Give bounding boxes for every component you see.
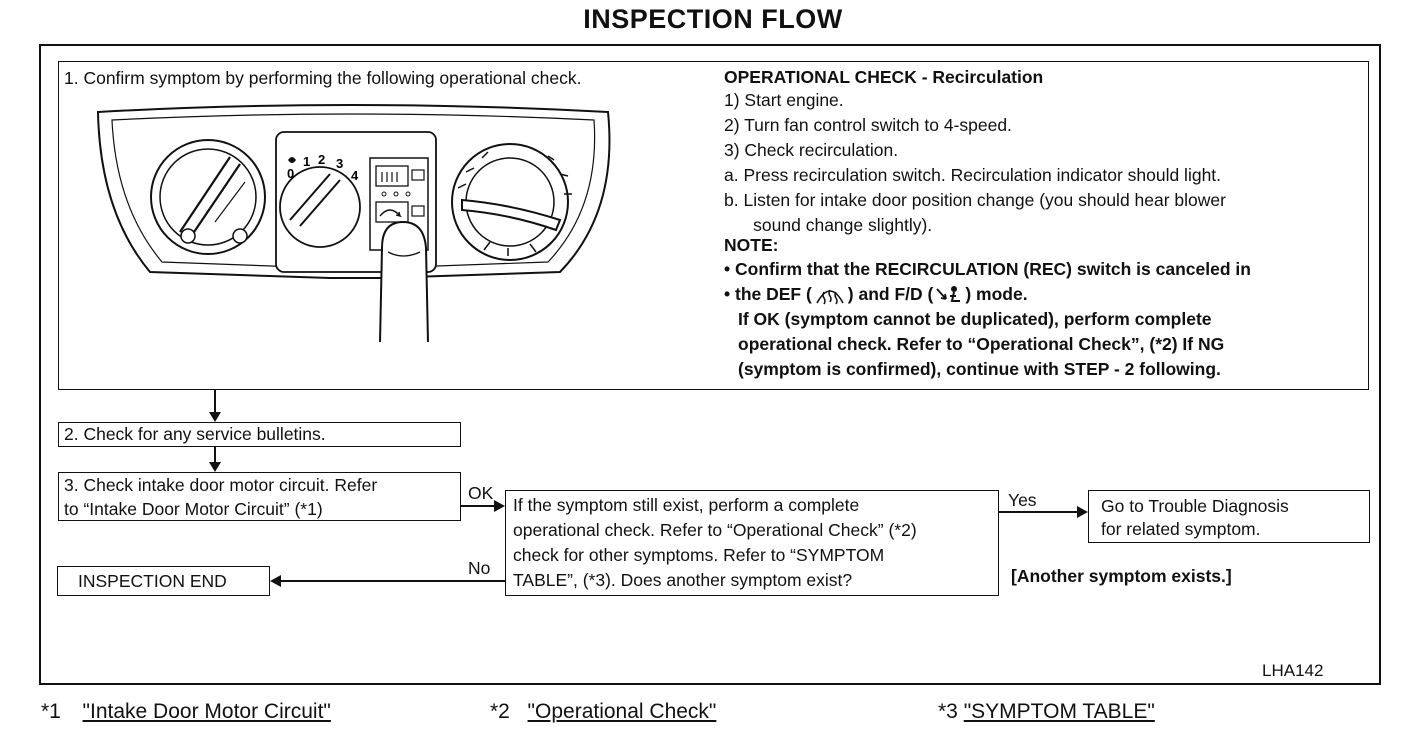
op-item-2: 2) Turn fan control switch to 4-speed. xyxy=(724,115,1012,135)
fan-speed-3: 3 xyxy=(336,156,343,171)
footnote-3-mark: *3 xyxy=(938,700,958,723)
note-line-5: (symptom is confirmed), continue with ST… xyxy=(738,359,1221,379)
connector-1-2 xyxy=(214,390,216,416)
step2-label: 2. Check for any service bulletins. xyxy=(64,424,326,444)
trouble-line-1: Go to Trouble Diagnosis xyxy=(1101,496,1289,516)
decision-line-2: operational check. Refer to “Operational… xyxy=(513,520,917,540)
floor-defrost-icon xyxy=(936,285,961,302)
no-label: No xyxy=(468,558,491,578)
op-item-1: 1) Start engine. xyxy=(724,90,844,110)
mode-knob xyxy=(150,139,266,255)
footnote-2-link[interactable]: "Operational Check" xyxy=(527,700,717,723)
step2-box xyxy=(58,422,461,447)
step3-box xyxy=(58,472,461,521)
flow-frame xyxy=(39,44,1381,685)
footnote-2-mark: *2 xyxy=(490,700,510,723)
op-item-a: a. Press recirculation switch. Recircula… xyxy=(724,165,1222,185)
figure-code: LHA142 xyxy=(1262,661,1324,680)
yes-arrow-head xyxy=(1077,506,1088,518)
page-title: INSPECTION FLOW xyxy=(583,4,843,34)
footnote-3: *3 "SYMPTOM TABLE" xyxy=(938,700,1155,724)
note-line-4: operational check. Refer to “Operational… xyxy=(738,334,1225,354)
note-line-3: If OK (symptom cannot be duplicated), pe… xyxy=(738,309,1212,329)
decision-line-1: If the symptom still exist, perform a co… xyxy=(513,495,860,515)
inspection-end-box xyxy=(57,566,270,596)
note-line-2-a: • the DEF ( xyxy=(724,284,812,304)
operational-check-title: OPERATIONAL CHECK - Recirculation xyxy=(724,67,1044,87)
ok-label: OK xyxy=(468,483,494,503)
temp-knob xyxy=(451,143,572,261)
defrost-icon xyxy=(816,289,844,304)
note-line-2-b: ) and F/D ( xyxy=(847,284,934,304)
ok-arrow-head xyxy=(494,500,505,512)
step1-heading: 1. Confirm symptom by performing the fol… xyxy=(64,68,582,88)
arrow-head-1 xyxy=(209,412,221,422)
note-line-2-c: ) mode. xyxy=(965,284,1028,304)
footnote-2: *2 "Operational Check" xyxy=(490,700,716,724)
ok-connector xyxy=(461,505,497,507)
trouble-line-2: for related symptom. xyxy=(1101,519,1261,539)
yes-connector xyxy=(999,511,1079,513)
note-line-2: • the DEF ( ) and F/D ( ) mode. xyxy=(724,282,1028,307)
step3-line-1: 3. Check intake door motor circuit. Refe… xyxy=(64,475,378,495)
no-arrow-head xyxy=(270,575,281,587)
fan-speed-1: 1 xyxy=(303,154,310,169)
decision-box xyxy=(505,490,999,596)
op-item-b: b. Listen for intake door position chang… xyxy=(724,190,1226,210)
another-symptom-label: [Another symptom exists.] xyxy=(1011,566,1232,586)
footnote-1: *1 "Intake Door Motor Circuit" xyxy=(41,700,331,724)
yes-label: Yes xyxy=(1008,490,1037,510)
no-connector xyxy=(280,580,505,582)
footnote-1-link[interactable]: "Intake Door Motor Circuit" xyxy=(82,700,331,723)
fan-speed-2: 2 xyxy=(318,152,325,167)
inspection-end-label: INSPECTION END xyxy=(78,571,227,591)
finger-illustration xyxy=(379,220,429,342)
op-item-b-cont: sound change slightly). xyxy=(724,215,933,235)
connector-2-3 xyxy=(214,447,216,465)
op-item-3: 3) Check recirculation. xyxy=(724,140,899,160)
fan-speed-0: 0 xyxy=(287,166,294,181)
footnote-3-link[interactable]: "SYMPTOM TABLE" xyxy=(963,700,1155,723)
note-line-1: • Confirm that the RECIRCULATION (REC) s… xyxy=(724,259,1251,279)
step3-line-2: to “Intake Door Motor Circuit” (*1) xyxy=(64,499,323,519)
arrow-head-2 xyxy=(209,462,221,472)
trouble-diagnosis-box xyxy=(1088,490,1370,543)
control-panel-illustration: 0 1 2 3 4 xyxy=(96,104,611,342)
fan-speed-4: 4 xyxy=(351,168,359,183)
note-label: NOTE: xyxy=(724,235,779,255)
decision-line-3: check for other symptoms. Refer to “SYMP… xyxy=(513,545,885,565)
fan-knob: 0 1 2 3 4 xyxy=(279,152,361,248)
decision-line-4: TABLE”, (*3). Does another symptom exist… xyxy=(513,570,853,590)
footnote-1-mark: *1 xyxy=(41,700,61,723)
